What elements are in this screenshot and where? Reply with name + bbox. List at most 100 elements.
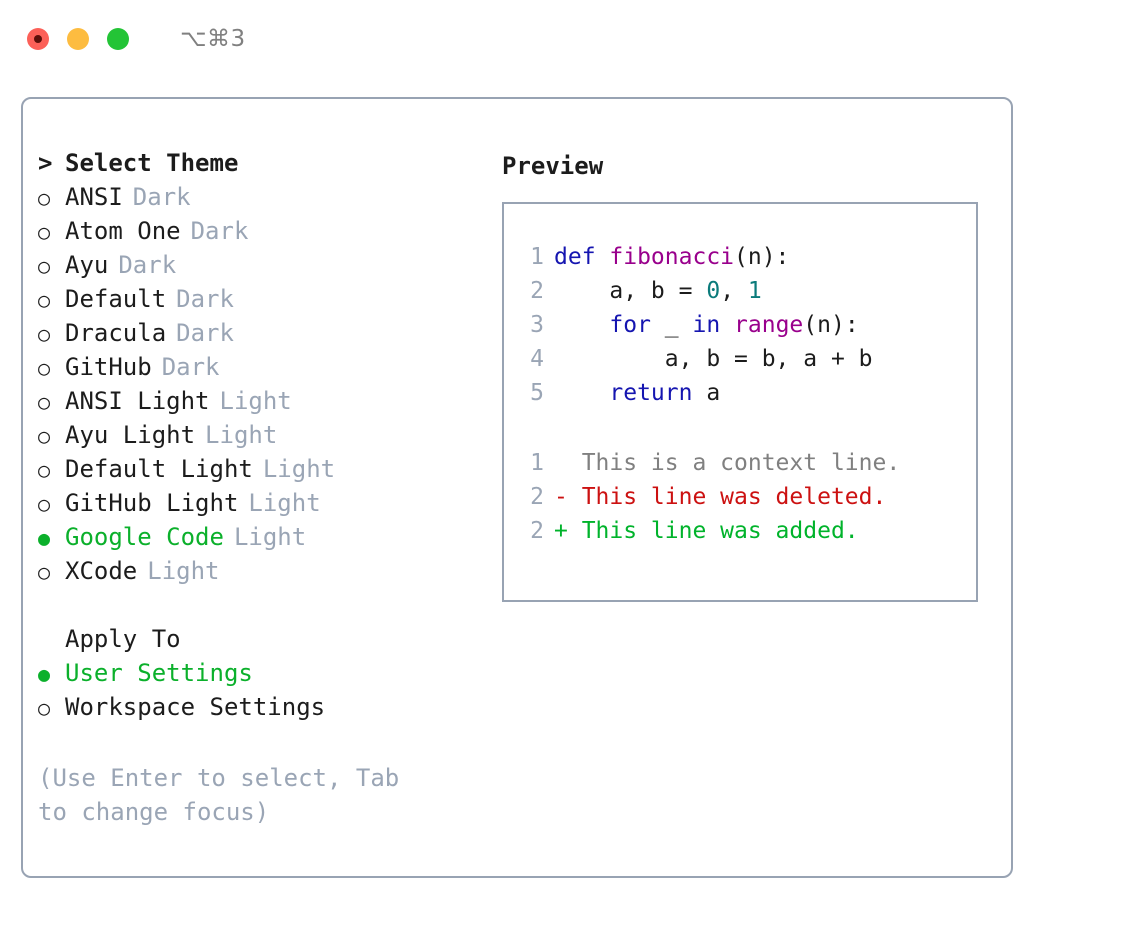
code-token xyxy=(720,312,734,338)
title-bar: ⌥⌘3 xyxy=(0,0,1140,78)
code-diff-separator xyxy=(518,414,976,450)
radio-selected-icon: ● xyxy=(38,662,51,686)
window-controls xyxy=(27,28,129,50)
select-theme-heading: > Select Theme xyxy=(38,149,493,183)
close-button[interactable] xyxy=(27,28,49,50)
theme-list-item[interactable]: ○ Atom One Dark xyxy=(38,217,493,251)
select-theme-title: Select Theme xyxy=(65,149,239,177)
theme-list-item[interactable]: ○ ANSI Light Light xyxy=(38,387,493,421)
theme-list-item[interactable]: ○ XCode Light xyxy=(38,557,493,591)
code-token: a, b = b, a + b xyxy=(554,346,873,372)
radio-unselected-icon: ○ xyxy=(38,424,51,448)
code-line: 1 def fibonacci(n): xyxy=(518,244,976,278)
theme-name: Atom One xyxy=(65,217,181,245)
theme-name: ANSI Light xyxy=(65,387,210,415)
code-line: 3 for _ in range(n): xyxy=(518,312,976,346)
radio-unselected-icon: ○ xyxy=(38,458,51,482)
code-token: return xyxy=(609,380,693,406)
window-shortcut-label: ⌥⌘3 xyxy=(180,26,246,52)
code-token xyxy=(554,380,609,406)
keyboard-hint-text: (Use Enter to select, Tab to change focu… xyxy=(38,764,414,826)
theme-name: GitHub Light xyxy=(65,489,239,517)
code-token: in xyxy=(692,312,721,338)
theme-variant-badge: Dark xyxy=(118,251,177,279)
theme-variant-badge: Dark xyxy=(176,319,234,347)
diff-line: 1 This is a context line. xyxy=(518,450,976,484)
code-token: (n): xyxy=(803,312,859,338)
line-number: 2 xyxy=(530,518,544,544)
theme-name: Default xyxy=(65,285,167,313)
apply-to-title: Apply To xyxy=(65,625,181,653)
theme-variant-badge: Light xyxy=(147,557,220,585)
theme-name: XCode xyxy=(65,557,138,585)
code-token: a xyxy=(692,380,721,406)
theme-variant-badge: Light xyxy=(205,421,278,449)
apply-to-option[interactable]: ○Workspace Settings xyxy=(38,693,493,727)
code-token: a, b = xyxy=(554,278,707,304)
theme-variant-badge: Light xyxy=(219,387,292,415)
code-token: (n): xyxy=(734,244,790,270)
code-token: _ xyxy=(650,312,693,338)
apply-to-list: ● User Settings ○Workspace Settings xyxy=(38,659,493,727)
code-token: for xyxy=(609,312,651,338)
code-token: , xyxy=(720,278,748,304)
code-token: def xyxy=(554,244,610,270)
theme-name: Dracula xyxy=(65,319,167,347)
radio-unselected-icon: ○ xyxy=(38,560,51,584)
radio-unselected-icon: ○ xyxy=(38,186,51,210)
theme-variant-badge: Light xyxy=(248,489,321,517)
prompt-caret-icon: > xyxy=(38,149,53,177)
line-number: 2 xyxy=(530,278,544,304)
theme-list-item[interactable]: ○ GitHub Light Light xyxy=(38,489,493,523)
code-token: range xyxy=(734,312,804,338)
diff-line: 2- This line was deleted. xyxy=(518,484,976,518)
line-number: 1 xyxy=(530,244,544,270)
radio-unselected-icon: ○ xyxy=(38,390,51,414)
theme-name: Default Light xyxy=(65,455,253,483)
code-token: 1 xyxy=(747,278,762,304)
radio-unselected-icon: ○ xyxy=(38,356,51,380)
theme-name: Ayu xyxy=(65,251,109,279)
code-token xyxy=(554,312,609,338)
minimize-button[interactable] xyxy=(67,28,89,50)
theme-name: Google Code xyxy=(65,523,224,551)
line-number: 1 xyxy=(530,450,544,476)
radio-unselected-icon: ○ xyxy=(38,492,51,516)
list-spacer xyxy=(38,591,493,625)
line-number: 4 xyxy=(530,346,544,372)
radio-unselected-icon: ○ xyxy=(38,220,51,244)
apply-to-option[interactable]: ● User Settings xyxy=(38,659,493,693)
radio-selected-icon: ● xyxy=(38,526,51,550)
apply-to-marker-placeholder xyxy=(38,630,65,650)
maximize-button[interactable] xyxy=(107,28,129,50)
diff-sample: 1 This is a context line.2- This line wa… xyxy=(518,450,976,552)
theme-variant-badge: Dark xyxy=(190,217,249,245)
preview-title: Preview xyxy=(502,152,604,180)
code-token: 0 xyxy=(706,278,721,304)
code-token: This is a context line. xyxy=(554,450,901,476)
code-token: - This line was deleted. xyxy=(554,484,887,510)
theme-variant-badge: Dark xyxy=(176,285,234,313)
code-token: fibonacci xyxy=(609,244,735,270)
theme-variant-badge: Dark xyxy=(161,353,220,381)
line-number: 5 xyxy=(530,380,544,406)
diff-line: 2+ This line was added. xyxy=(518,518,976,552)
radio-unselected-icon: ○ xyxy=(38,696,51,720)
code-line: 4 a, b = b, a + b xyxy=(518,346,976,380)
apply-to-option-label: User Settings xyxy=(65,659,253,687)
